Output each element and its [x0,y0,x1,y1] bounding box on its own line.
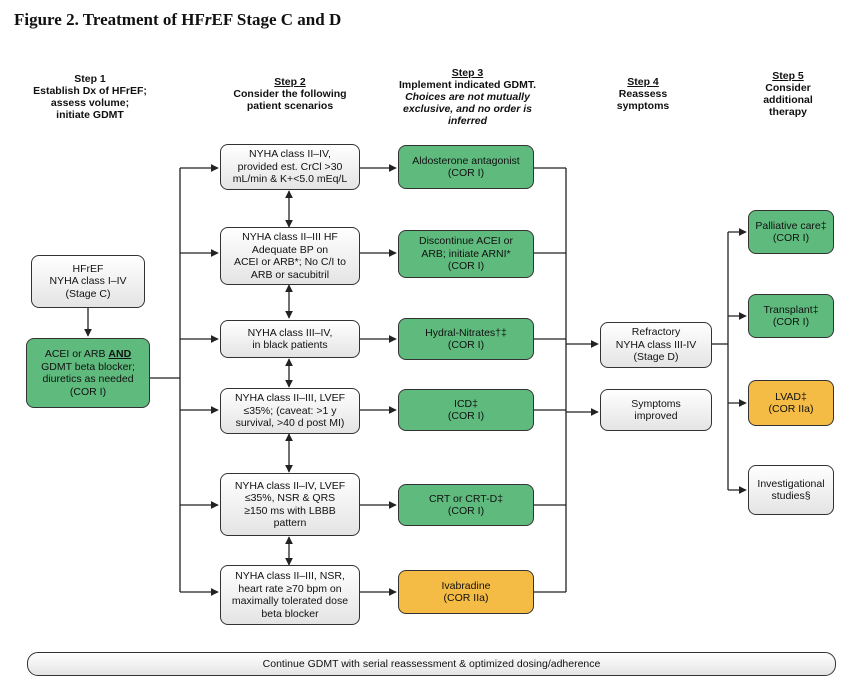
transplant-box: Transplant‡(COR I) [748,294,834,338]
scenario-box-4: NYHA class II–III, LVEF≤35%; (caveat: >1… [220,388,360,434]
lvad-box: LVAD‡(COR IIa) [748,380,834,426]
therapy-box-crt: CRT or CRT-D‡(COR I) [398,484,534,526]
acei-arb-gdmt-box: ACEI or ARB AND GDMT beta blocker; diure… [26,338,150,408]
therapy-box-aldosterone: Aldosterone antagonist(COR I) [398,145,534,189]
scenario-box-6: NYHA class II–III, NSR,heart rate ≥70 bp… [220,565,360,625]
step1-header: Step 1 Establish Dx of HFrEF; assess vol… [33,73,147,121]
scenario-box-3: NYHA class III–IV,in black patients [220,320,360,358]
step5-header: Step 5 Consider additional therapy [763,70,813,118]
hfref-stage-c-box: HFrEF NYHA class I–IV (Stage C) [31,255,145,308]
figure-title: Figure 2. Treatment of HFrEF Stage C and… [14,10,342,29]
therapy-box-ivabradine: Ivabradine(COR IIa) [398,570,534,614]
palliative-care-box: Palliative care‡(COR I) [748,210,834,254]
therapy-box-hydral-nitrates: Hydral-Nitrates†‡(COR I) [398,318,534,360]
therapy-box-icd: ICD‡(COR I) [398,389,534,431]
scenario-box-5: NYHA class II–IV, LVEF≤35%, NSR & QRS≥15… [220,473,360,536]
step4-header: Step 4 Reassess symptoms [616,76,670,112]
footer-continue-gdmt: Continue GDMT with serial reassessment &… [27,652,836,676]
step2-header: Step 2 Consider the following patient sc… [233,76,347,112]
step3-header: Step 3 Implement indicated GDMT. Choices… [398,67,537,127]
